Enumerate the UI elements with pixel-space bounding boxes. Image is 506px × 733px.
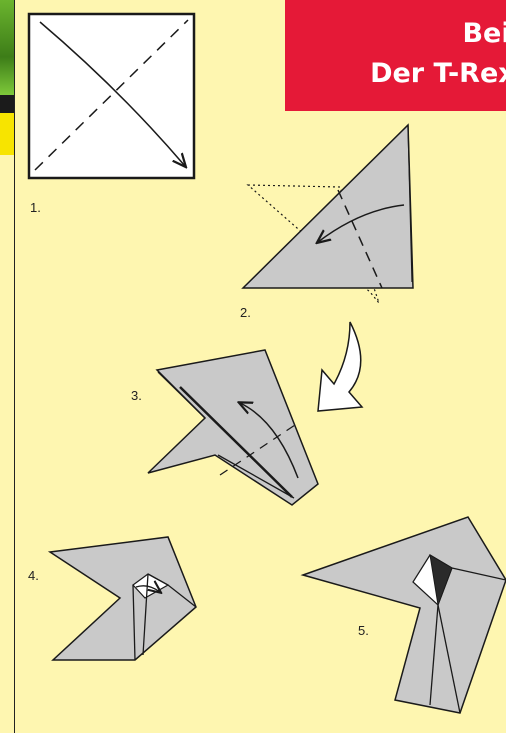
step-label-1: 1. bbox=[30, 200, 41, 215]
step-1-square bbox=[29, 14, 194, 178]
step-4-shape bbox=[50, 537, 196, 660]
step-label-5: 5. bbox=[358, 623, 369, 638]
step-2-triangle bbox=[243, 125, 413, 303]
turn-over-arrow-icon bbox=[318, 322, 362, 411]
step-5-shape bbox=[303, 517, 506, 713]
step-label-2: 2. bbox=[240, 305, 251, 320]
step-label-4: 4. bbox=[28, 568, 39, 583]
step-3-shape bbox=[148, 350, 318, 505]
step-label-3: 3. bbox=[131, 388, 142, 403]
